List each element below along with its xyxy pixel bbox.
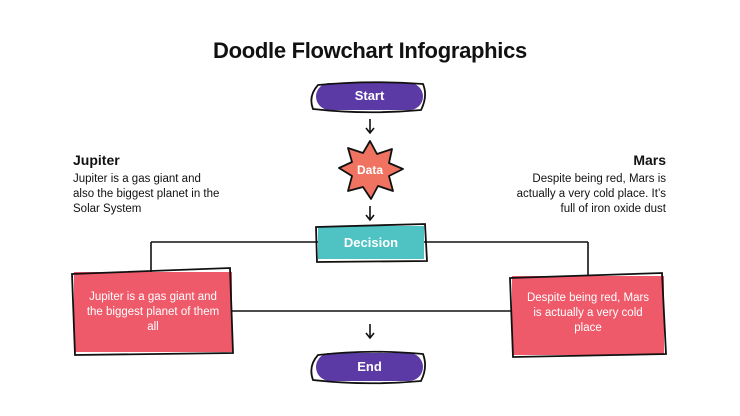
arrow-to-end (365, 324, 375, 340)
jupiter-box (71, 267, 234, 356)
mars-box-text: Despite being red, Mars is actually a ve… (526, 292, 650, 334)
mars-description: Despite being red, Mars is actually a ve… (516, 173, 666, 215)
connector-lines (150, 241, 589, 312)
decision-label: Decision (343, 235, 399, 250)
jupiter-description: Jupiter is a gas giant and also the bigg… (73, 173, 220, 215)
end-node (310, 350, 426, 385)
arrow-data-to-decision (365, 206, 375, 222)
start-node (310, 81, 426, 114)
data-label: Data (356, 163, 383, 177)
decision-node (315, 223, 428, 263)
jupiter-box-text: Jupiter is a gas giant and the biggest p… (86, 291, 220, 333)
start-label: Start (354, 88, 385, 103)
mars-box (509, 272, 667, 358)
end-label: End (357, 359, 382, 374)
data-node (338, 140, 404, 200)
mars-heading: Mars (633, 152, 666, 168)
page-title: Doodle Flowchart Infographics (213, 38, 527, 63)
jupiter-heading: Jupiter (73, 152, 120, 168)
arrow-start-to-data (365, 119, 375, 135)
